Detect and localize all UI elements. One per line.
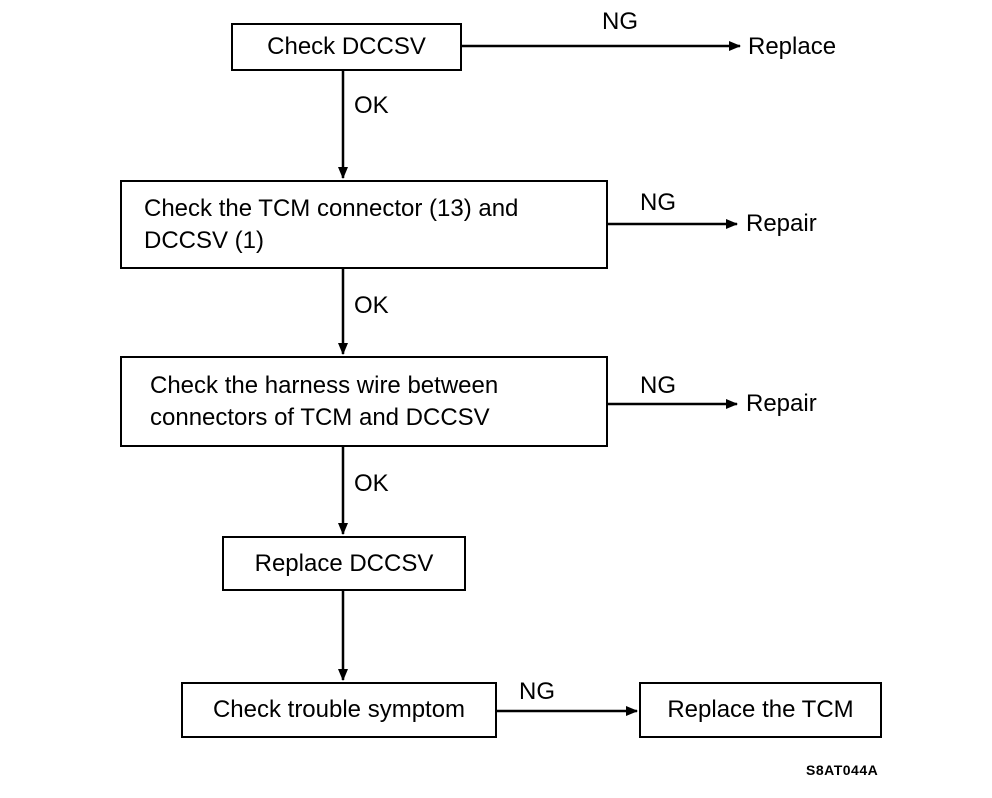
step-check-tcm-connector: Check the TCM connector (13) and DCCSV (…	[120, 180, 608, 269]
outcome-repair-2: Repair	[746, 390, 817, 417]
step-check-trouble-symptom: Check trouble symptom	[181, 682, 497, 738]
ok-label-3: OK	[354, 470, 389, 497]
step-replace-dccsv-label: Replace DCCSV	[254, 549, 434, 577]
outcome-repair-1: Repair	[746, 210, 817, 237]
ng-label-4: NG	[519, 678, 555, 705]
step-check-harness-wire-label: Check the harness wire between connector…	[122, 370, 606, 434]
ng-label-1: NG	[602, 8, 638, 35]
step-check-trouble-symptom-label: Check trouble symptom	[212, 696, 466, 723]
ok-label-2: OK	[354, 292, 389, 319]
step-check-tcm-connector-line-2: DCCSV (1)	[144, 226, 265, 254]
step-check-harness-wire: Check the harness wire between connector…	[120, 356, 608, 447]
outcome-replace: Replace	[748, 33, 837, 60]
step-check-harness-wire-line-1: Check the harness wire between	[150, 371, 499, 399]
step-check-tcm-connector-label: Check the TCM connector (13) and DCCSV (…	[122, 193, 606, 257]
step-replace-tcm: Replace the TCM	[639, 682, 882, 738]
step-replace-dccsv: Replace DCCSV	[222, 536, 466, 591]
ng-label-2: NG	[640, 189, 676, 216]
step-check-harness-wire-line-2: connectors of TCM and DCCSV	[150, 403, 490, 431]
figure-code: S8AT044A	[806, 762, 879, 778]
ng-label-3: NG	[640, 372, 676, 399]
step-check-dccsv: Check DCCSV	[231, 23, 462, 71]
step-check-dccsv-label: Check DCCSV	[267, 33, 426, 60]
step-replace-tcm-label: Replace the TCM	[667, 696, 854, 723]
ok-label-1: OK	[354, 92, 389, 119]
step-check-tcm-connector-line-1: Check the TCM connector (13) and	[144, 194, 519, 222]
